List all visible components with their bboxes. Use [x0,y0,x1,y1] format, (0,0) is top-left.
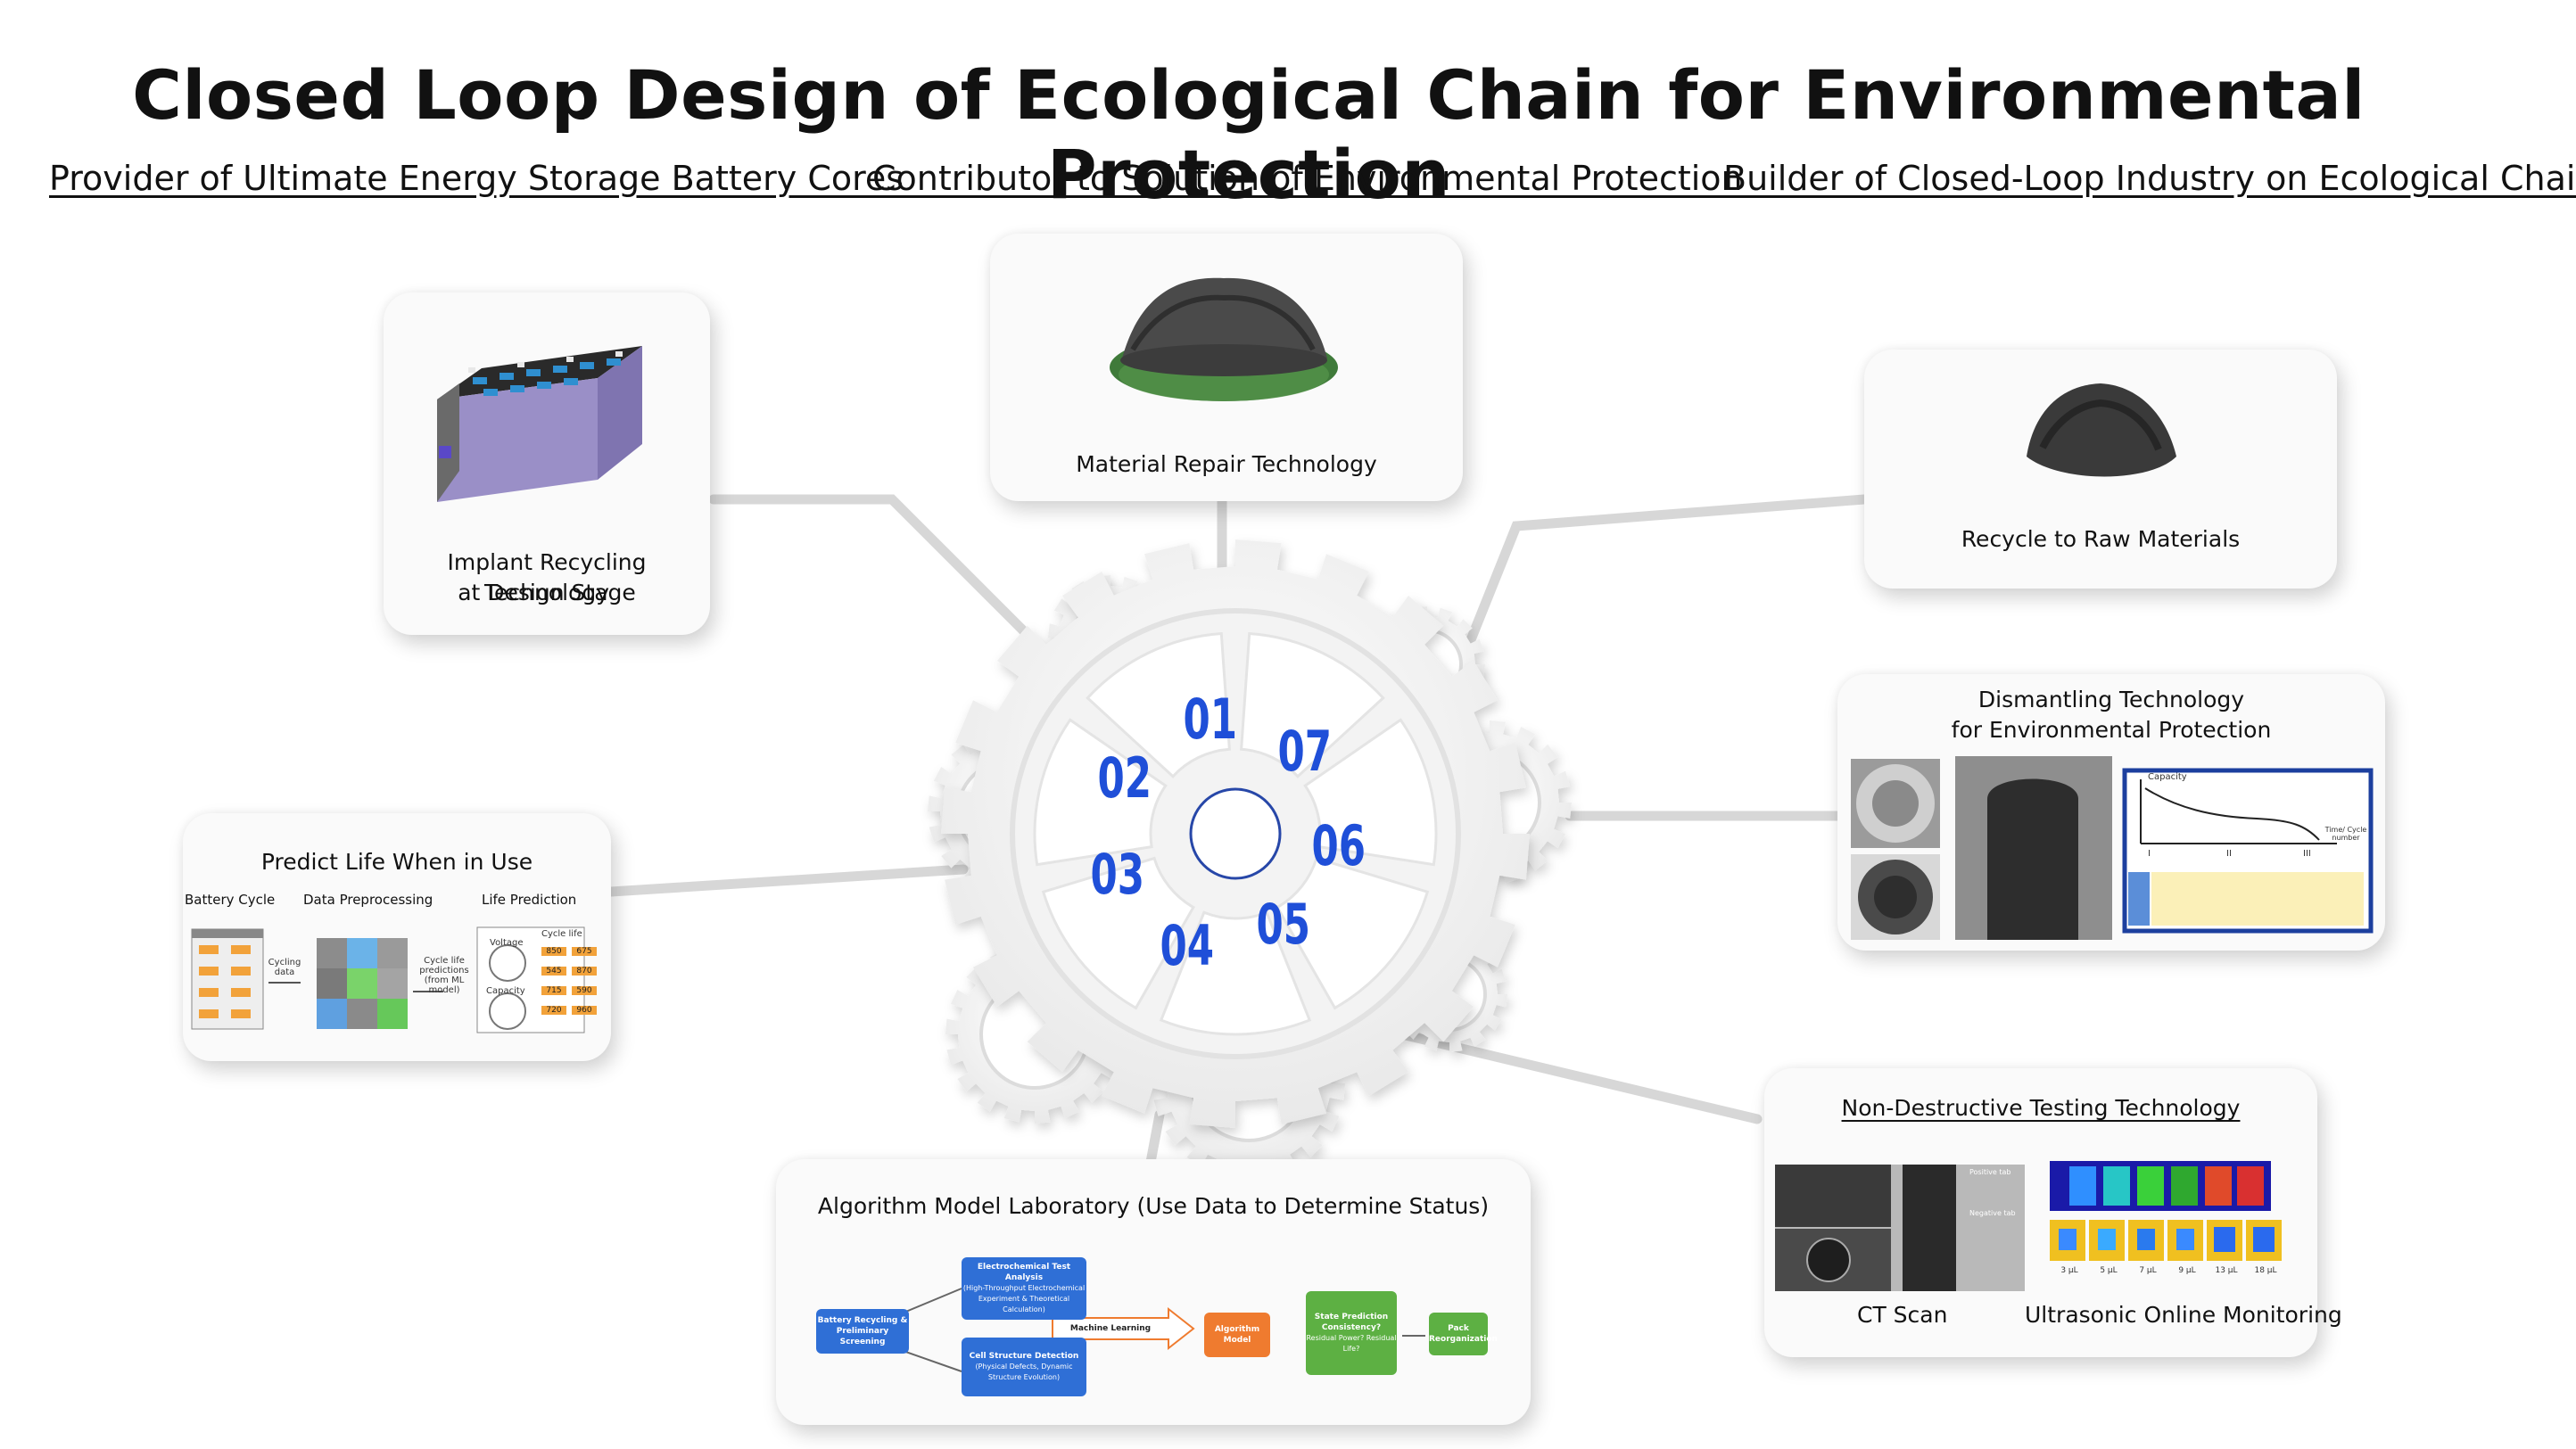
algorithm-flow-arrows [864,1288,1425,1372]
ultrasonic-volume-label: 7 μL [2139,1266,2157,1275]
card-predict-life: Predict Life When in Use Battery Cycle D… [183,813,611,1061]
csd-sub: (Physical Defects, Dynamic Structure Evo… [975,1363,1073,1381]
dismantling-axis-label: Capacity [2148,772,2187,782]
label-battery-cycle: Battery Cycle [185,892,276,908]
spc-sub: Residual Power? Residual Life? [1306,1334,1397,1353]
caption-dismantling-line1: Dismantling Technology [1977,687,2245,712]
caption-algorithm: Algorithm Model Laboratory (Use Data to … [817,1193,1490,1219]
spc-title: State Prediction Consistency? [1314,1313,1389,1332]
dismantling-photos [1851,756,2374,940]
subtitle-closed-loop-builder: Builder of Closed-Loop Industry on Ecolo… [1723,159,2576,198]
phase-i: I [2148,849,2151,859]
life-prediction-illustration [191,926,585,1033]
label-life-prediction: Life Prediction [482,892,577,908]
ring-segment [1086,631,1231,778]
caption-dismantling-line2: for Environmental Protection [1951,717,2272,743]
caption-ndt: Non-Destructive Testing Technology [1841,1095,2241,1121]
card-recycle-raw-materials: Recycle to Raw Materials [1864,350,2337,589]
ct-label-negative-tab: Negative tab [1969,1209,2016,1217]
life-value: 720 [541,1006,566,1015]
flow-node-battery-recycling: Battery Recycling & Preliminary Screenin… [816,1309,909,1354]
label-prediction-note: Cycle life predictions (from ML model) [419,956,469,995]
card-implant-recycling: Implant Recycling Technology at Design S… [384,292,710,635]
ultrasonic-volume-label: 3 μL [2060,1266,2078,1275]
ultrasonic-volume-label: 18 μL [2254,1266,2277,1275]
step-number-01: 01 [1183,687,1238,752]
dismantling-axis-end: Time/ Cycle number [2324,826,2367,842]
ultrasonic-volume-label: 9 μL [2178,1266,2196,1275]
caption-ct-scan: CT Scan [1857,1302,1948,1328]
card-dismantling-technology: Dismantling Technology for Environmental… [1837,674,2385,951]
ultrasonic-volume-label: 5 μL [2100,1266,2118,1275]
caption-implant-line2: at Design Stage [458,580,636,605]
life-value: 850 [541,947,566,956]
ct-label-positive-tab: Positive tab [1969,1168,2011,1176]
card-material-repair: Material Repair Technology [990,234,1463,501]
label-cycle-life: Cycle life [541,929,582,939]
ct-ultrasonic-images [1775,1161,2282,1291]
life-value: 960 [572,1006,597,1015]
eta-title: Electrochemical Test Analysis [977,1263,1071,1282]
material-powder-dish-illustration [1110,277,1338,401]
life-value: 545 [541,967,566,976]
caption-predict-life: Predict Life When in Use [260,849,533,875]
step-number-07: 07 [1277,719,1333,784]
flow-node-state-prediction: State Prediction Consistency? Residual P… [1306,1291,1397,1375]
step-number-03: 03 [1090,842,1145,907]
battery-module-illustration [437,346,642,502]
life-value: 590 [572,986,597,995]
ultrasonic-volume-label: 13 μL [2215,1266,2238,1275]
life-value: 870 [572,967,597,976]
ring-segment [1159,910,1312,1036]
eta-sub: (High-Throughput Electrochemical Experim… [962,1284,1086,1313]
csd-title: Cell Structure Detection [969,1352,1079,1361]
caption-ultrasonic: Ultrasonic Online Monitoring [2025,1302,2342,1328]
flow-node-machine-learning: Machine Learning [1069,1324,1152,1333]
label-capacity: Capacity [486,986,525,996]
gear-hub [1189,787,1282,880]
caption-implant-line1: Implant Recycling Technology [447,549,647,605]
flow-node-pack-reorganization: Pack Reorganization [1429,1313,1498,1355]
ring-segment [1276,856,1430,1010]
step-number-04: 04 [1160,913,1215,978]
flow-node-algorithm-model: Algorithm Model [1204,1313,1270,1357]
step-number-05: 05 [1256,892,1311,957]
life-value: 715 [541,986,566,995]
phase-ii: II [2226,849,2232,859]
card-non-destructive-testing: Non-Destructive Testing Technology Posit… [1764,1068,2342,1357]
ring-segment [1033,718,1168,867]
label-voltage: Voltage [490,938,524,948]
label-cycling-data: Cycling data [268,958,301,977]
ring-segment [1041,856,1195,1010]
life-value: 675 [572,947,597,956]
page-title: Closed Loop Design of Ecological Chain f… [132,55,2365,214]
ring-segment [1303,718,1438,867]
phase-iii: III [2303,849,2311,859]
caption-material-repair: Material Repair Technology [1076,451,1377,477]
flow-node-electrochemical-test: Electrochemical Test Analysis (High-Thro… [962,1257,1086,1320]
step-number-06: 06 [1311,813,1366,878]
subtitle-environmental-contributor: Contributor to Solution of Environmental… [872,159,1743,198]
ring-segment [1240,631,1385,778]
raw-material-powder-illustration [2027,383,2176,477]
step-number-02: 02 [1097,745,1152,811]
label-data-preprocessing: Data Preprocessing [303,892,433,908]
card-algorithm-model: Algorithm Model Laboratory (Use Data to … [776,1159,1531,1425]
flow-node-cell-structure: Cell Structure Detection (Physical Defec… [962,1338,1086,1396]
caption-recycle: Recycle to Raw Materials [1961,526,2241,552]
subtitle-battery-provider: Provider of Ultimate Energy Storage Batt… [49,159,904,198]
